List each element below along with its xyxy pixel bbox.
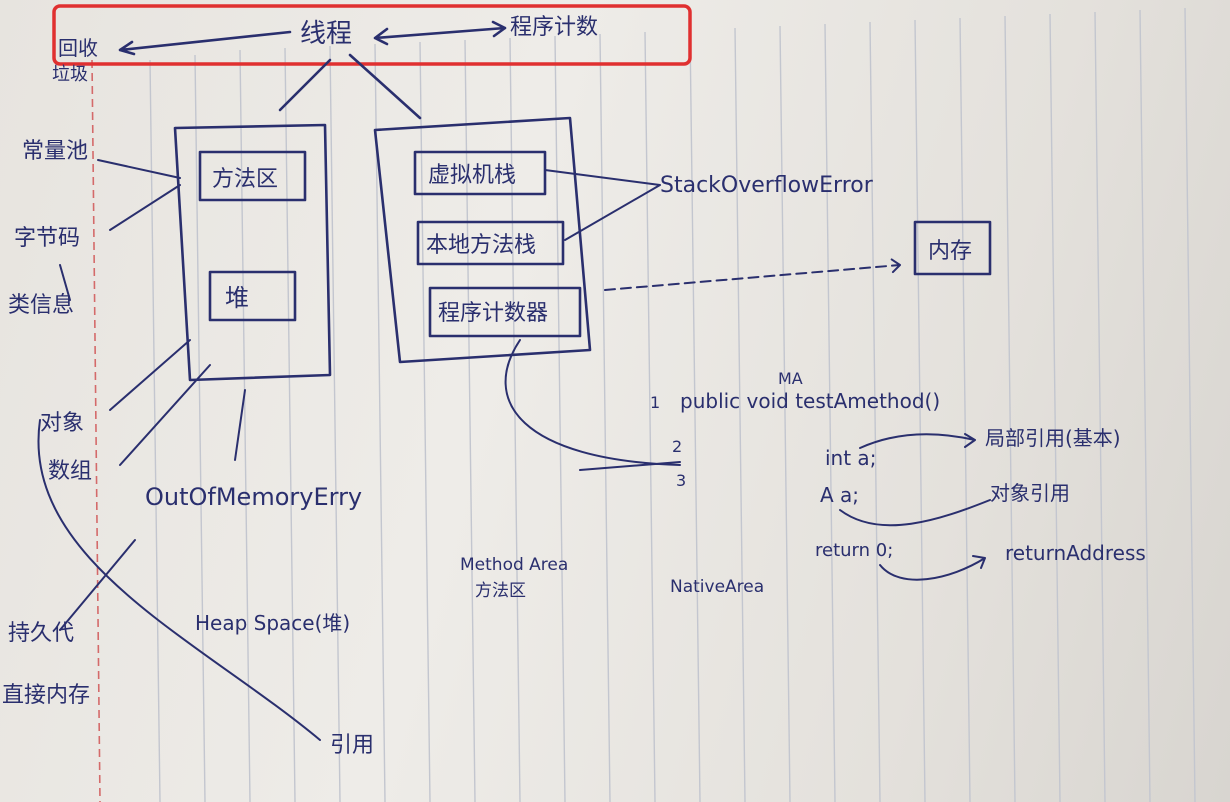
shared-box (173, 123, 332, 382)
oom-text: OutOfMemoryErry (145, 483, 362, 511)
pc-box (428, 286, 582, 338)
code-num-1: 1 (650, 393, 660, 412)
method-area-box (198, 150, 307, 202)
reference-curve (37, 419, 321, 741)
heap-box (208, 270, 297, 322)
code-local: int a; (825, 446, 876, 470)
header-left: 回收 (58, 36, 98, 60)
memory-box (913, 220, 992, 276)
label-method-area: Method Area (460, 555, 568, 575)
code-ret-note: returnAddress (1005, 541, 1146, 565)
memory-label: 内存 (928, 239, 972, 264)
code-ret: return 0; (815, 540, 893, 561)
perm-arrow (59, 539, 136, 631)
thread-box-link (348, 53, 422, 120)
code-num-2: 2 (672, 437, 682, 456)
local-arrow (859, 433, 976, 449)
code-obj: A a; (820, 483, 859, 507)
note-constants: 常量池 (22, 139, 88, 164)
heap-label: 堆 (225, 284, 249, 312)
header-center: 线程 (300, 19, 352, 49)
pc-curve (504, 339, 681, 471)
code-mark: MA (778, 369, 803, 388)
arrow-header-right (373, 20, 507, 46)
vm-stack-box (413, 150, 547, 196)
code-local-note: 局部引用(基本) (985, 426, 1121, 450)
note-fields: 字节码 (14, 226, 80, 251)
note-direct-memory: 直接内存 (2, 683, 90, 708)
pc-label: 程序计数器 (438, 301, 548, 326)
vm-stack-label: 虚拟机栈 (428, 163, 516, 188)
margin-line (91, 59, 101, 802)
heap-space-text: Heap Space(堆) (195, 611, 350, 635)
oom-link (234, 389, 246, 461)
ret-arrow (879, 555, 986, 581)
soe-links (544, 169, 661, 241)
arrow-header-left (118, 30, 292, 56)
memory-arrow (604, 256, 901, 291)
soe-text: StackOverflowError (660, 173, 874, 198)
label-native: NativeArea (670, 577, 764, 597)
thread-box (373, 116, 592, 364)
ruled-lines (149, 7, 1196, 802)
code-line1: public void testAmethod() (680, 389, 940, 413)
note-class-info: 类信息 (8, 293, 74, 318)
label-method-area-cn: 方法区 (475, 581, 526, 601)
header-right: 程序计数 (510, 15, 598, 40)
note-objects: 对象 (40, 411, 84, 436)
margin-connectors (59, 159, 211, 466)
note-arrays: 数组 (48, 459, 92, 484)
highlight-box (52, 4, 692, 66)
obj-curve (839, 499, 991, 527)
note-reference: 引用 (330, 733, 374, 758)
method-area-label: 方法区 (212, 167, 278, 192)
code-obj-note: 对象引用 (990, 481, 1070, 505)
code-num-3: 3 (676, 471, 686, 490)
shared-box-link (278, 58, 332, 112)
header-left-sub: 垃圾 (52, 64, 88, 85)
native-stack-label: 本地方法栈 (426, 233, 536, 258)
native-stack-box (416, 220, 565, 266)
